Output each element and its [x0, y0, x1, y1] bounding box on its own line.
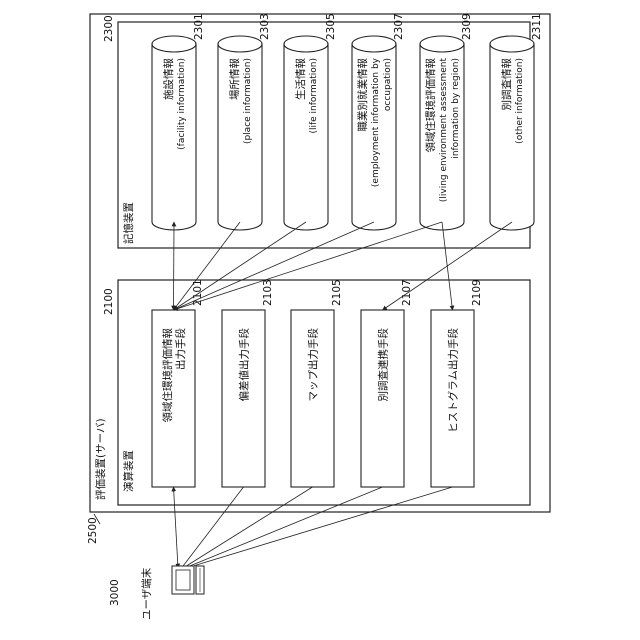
- database-ref: 2303: [259, 13, 271, 40]
- connector-line: [174, 222, 175, 310]
- database-ref: 2311: [531, 13, 543, 40]
- server-label: 評価装置(サーバ): [94, 418, 107, 500]
- database-ref: 2305: [325, 13, 337, 40]
- database-label: 別調査情報: [500, 58, 513, 111]
- module-2105: マップ出力手段 2105: [291, 279, 343, 487]
- database-ref: 2301: [193, 13, 205, 40]
- module-2101: 領域住環境評価情報出力手段2101: [152, 279, 204, 487]
- terminal-ref: 3000: [109, 579, 121, 606]
- connector-line: [180, 487, 453, 570]
- connector-line: [174, 222, 307, 310]
- database-ref: 2309: [461, 13, 473, 40]
- database-2311: 別調査情報(other information) 2311: [490, 13, 543, 230]
- module-ref: 2109: [471, 279, 483, 306]
- module-label: マップ出力手段: [307, 328, 320, 402]
- module-label: 別調査連携手段: [377, 328, 390, 402]
- database-label: 施設情報: [162, 58, 175, 100]
- connector-line: [180, 487, 383, 570]
- database-label: information by region): [451, 58, 461, 159]
- module-2109: ヒストグラム出力手段 2109: [431, 279, 483, 487]
- database-label: (life information): [309, 58, 319, 134]
- server-ref: 2500: [87, 517, 99, 544]
- database-label: (other information): [515, 58, 525, 144]
- connector-line: [180, 487, 313, 570]
- database-2303: 場所情報(place information) 2303: [218, 13, 271, 230]
- database-label: 領域住環境評価情報: [424, 58, 437, 153]
- storage-label: 記憶装置: [122, 202, 135, 244]
- module-ref: 2105: [331, 279, 343, 306]
- connector-line: [174, 487, 179, 568]
- storage-ref: 2300: [103, 15, 115, 42]
- database-label: occupation): [383, 58, 393, 111]
- database-ref: 2307: [393, 13, 405, 40]
- module-ref: 2103: [262, 279, 274, 306]
- module-label: 偏差値出力手段: [238, 328, 251, 402]
- database-label: 職業別就業情報: [356, 58, 369, 132]
- user-terminal-icon: [172, 566, 204, 594]
- terminal-label: ユーザ端末: [140, 567, 153, 620]
- database-2305: 生活情報(life information) 2305: [284, 13, 337, 230]
- database-label: (facility information): [177, 58, 187, 150]
- database-label: 場所情報: [228, 58, 241, 100]
- module-label: 出力手段: [174, 328, 187, 370]
- compute-label: 演算装置: [122, 450, 135, 492]
- database-2309: 領域住環境評価情報(living environment assessmenti…: [420, 13, 473, 230]
- database-label: (employment information by: [371, 57, 381, 187]
- database-2307: 職業別就業情報(employment information byoccupat…: [352, 13, 405, 230]
- connector-line: [174, 222, 241, 310]
- connector-line: [180, 487, 244, 570]
- module-2103: 偏差値出力手段 2103: [222, 279, 274, 487]
- database-label: 生活情報: [294, 58, 307, 100]
- module-ref: 2107: [401, 279, 413, 306]
- database-label: (living environment assessment: [439, 58, 449, 203]
- module-label: 領域住環境評価情報: [161, 328, 174, 423]
- module-2107: 別調査連携手段 2107: [361, 279, 413, 487]
- database-label: (place information): [243, 58, 253, 144]
- module-label: ヒストグラム出力手段: [447, 328, 460, 433]
- database-2301: 施設情報(facility information) 2301: [152, 13, 205, 230]
- compute-ref: 2100: [103, 288, 115, 315]
